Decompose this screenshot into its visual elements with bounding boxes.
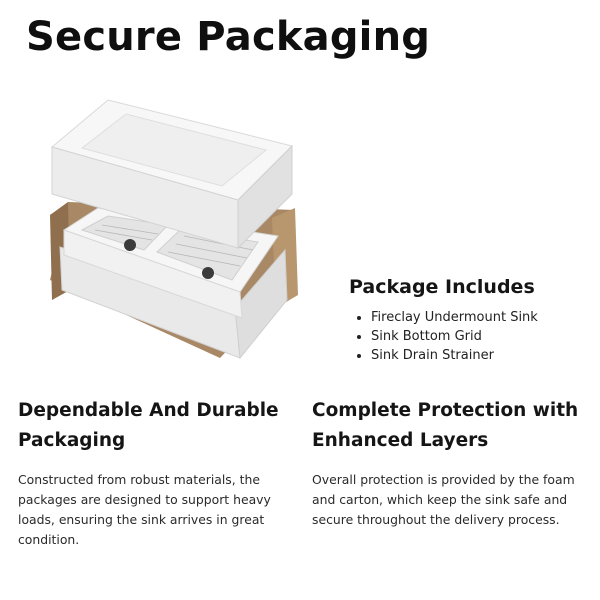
feature-complete-protection: Complete Protection with Enhanced Layers… bbox=[312, 396, 590, 530]
drain-strainer-right bbox=[202, 267, 214, 279]
foam-lid-recess bbox=[80, 113, 268, 187]
packaged-sink-svg bbox=[50, 99, 298, 360]
feature-description: Overall protection is provided by the fo… bbox=[312, 472, 575, 527]
page-title: Secure Packaging bbox=[26, 14, 431, 60]
package-includes-section: Package Includes Fireclay Undermount Sin… bbox=[349, 276, 589, 365]
foam-lid-side bbox=[237, 144, 293, 250]
sink-front-face bbox=[63, 229, 243, 319]
package-item: Sink Drain Strainer bbox=[371, 346, 589, 365]
sink-bottom-grid-lines bbox=[94, 224, 254, 267]
package-item: Fireclay Undermount Sink bbox=[371, 308, 589, 327]
feature-description: Constructed from robust materials, the p… bbox=[18, 472, 271, 547]
package-item: Sink Bottom Grid bbox=[371, 327, 589, 346]
package-includes-heading: Package Includes bbox=[349, 276, 535, 298]
feature-heading: Complete Protection with Enhanced Layers bbox=[312, 400, 579, 451]
packaged-sink-illustration bbox=[40, 90, 310, 370]
feature-dependable-packaging: Dependable And Durable Packaging Constru… bbox=[18, 396, 288, 550]
drain-strainer-left bbox=[124, 239, 136, 251]
package-includes-list: Fireclay Undermount Sink Sink Bottom Gri… bbox=[349, 308, 589, 365]
foam-tray-side bbox=[234, 248, 288, 360]
feature-heading: Dependable And Durable Packaging bbox=[18, 400, 279, 451]
